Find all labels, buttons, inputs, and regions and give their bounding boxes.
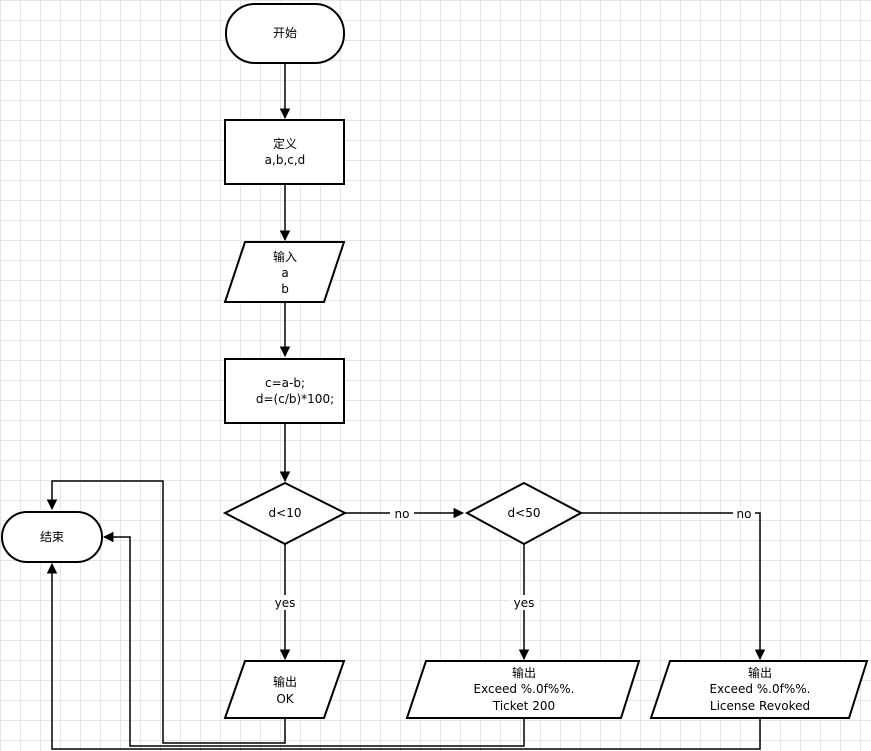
start-label: 开始	[273, 26, 297, 40]
decision-d-lt-10[interactable]: d<10	[222, 481, 348, 546]
output-line: OK	[276, 692, 294, 706]
input-line: b	[281, 282, 289, 296]
end-label: 结束	[40, 530, 64, 544]
input-line: 输入	[273, 249, 297, 264]
edge-label-no: no	[737, 507, 752, 521]
output-ticket-parallelogram[interactable]: 输出 Exceed %.0f%%. Ticket 200	[405, 660, 641, 719]
start-terminal[interactable]: 开始	[225, 3, 345, 64]
define-line: 定义	[273, 136, 297, 151]
output-line: 输出	[273, 674, 297, 689]
decision-label: d<50	[508, 506, 541, 520]
compute-process-box[interactable]: c=a-b; d=(c/b)*100;	[224, 358, 345, 424]
define-line: a,b,c,d	[265, 153, 306, 167]
edge-label-yes: yes	[514, 596, 535, 610]
edge-license-end	[46, 562, 761, 750]
output-line: 输出	[748, 665, 772, 680]
end-terminal[interactable]: 结束	[1, 511, 103, 563]
output-ok-parallelogram[interactable]: 输出 OK	[223, 660, 346, 719]
edge-label-no: no	[395, 507, 410, 521]
output-line: 输出	[512, 665, 536, 680]
decision-label: d<10	[269, 506, 302, 520]
input-line: a	[281, 266, 288, 280]
decision-d-lt-50[interactable]: d<50	[464, 481, 584, 546]
output-line: Ticket 200	[492, 699, 555, 713]
process-line: d=(c/b)*100;	[256, 392, 334, 406]
edge-ticket-end	[102, 531, 525, 747]
edge-ok-end	[46, 480, 286, 744]
input-parallelogram[interactable]: 输入 a b	[223, 241, 346, 303]
edge-label-yes: yes	[275, 596, 296, 610]
define-process-box[interactable]: 定义 a,b,c,d	[224, 119, 345, 185]
output-line: License Revoked	[710, 699, 810, 713]
output-line: Exceed %.0f%%.	[474, 682, 575, 696]
output-license-parallelogram[interactable]: 输出 Exceed %.0f%%. License Revoked	[649, 660, 869, 719]
process-line: c=a-b;	[265, 376, 305, 390]
edge-decision2-no	[581, 512, 766, 661]
output-line: Exceed %.0f%%.	[710, 682, 811, 696]
